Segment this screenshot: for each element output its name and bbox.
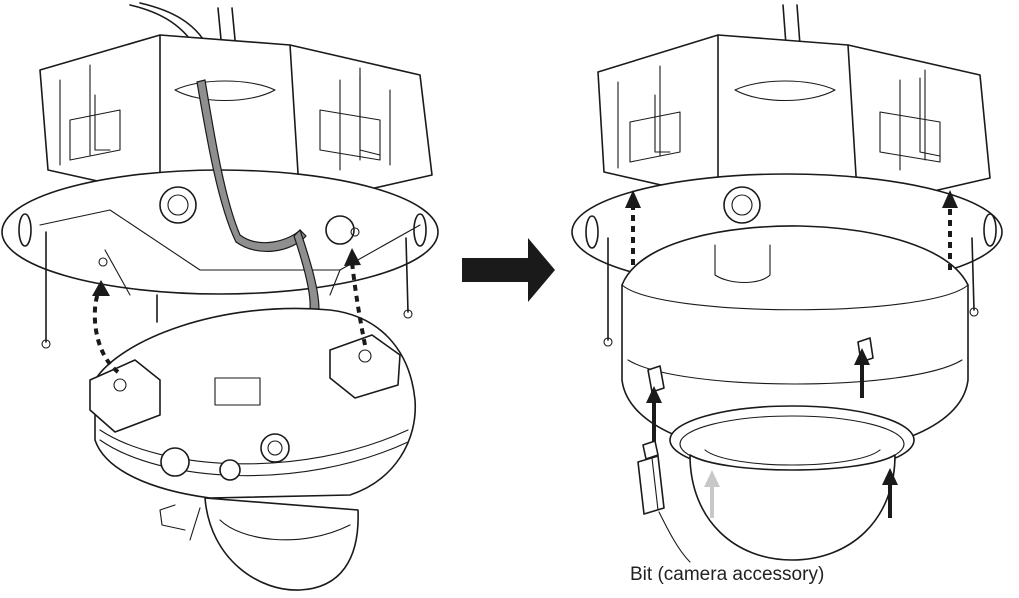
left-ceiling-box bbox=[39, 34, 433, 206]
left-mounting-plate bbox=[1, 169, 439, 349]
screwdriver-bit bbox=[637, 440, 691, 563]
right-dome bbox=[669, 405, 915, 561]
right-cables bbox=[782, 4, 801, 46]
right-arrow-icon bbox=[462, 238, 555, 302]
bit-caption: Bit (camera accessory) bbox=[630, 564, 825, 585]
left-alignment-arrows bbox=[92, 248, 367, 374]
right-camera-housing bbox=[621, 225, 969, 457]
right-alignment-arrows bbox=[625, 190, 958, 270]
left-camera-base bbox=[89, 307, 417, 499]
left-dome bbox=[159, 497, 359, 591]
right-assembly bbox=[571, 4, 1003, 563]
left-assembly bbox=[1, 2, 439, 591]
